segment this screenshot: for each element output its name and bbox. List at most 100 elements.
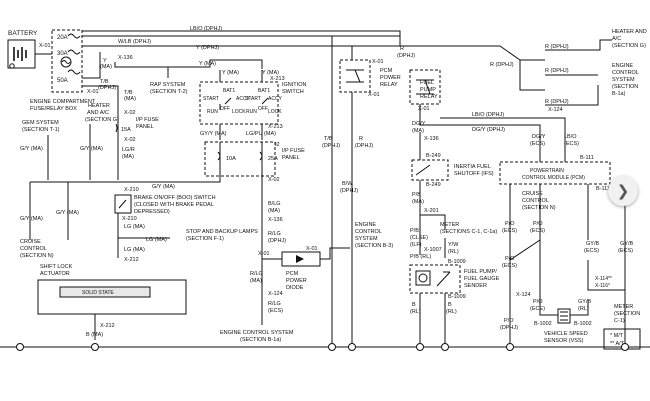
- gy-y-ma-label: GY/Y (MA): [200, 131, 227, 137]
- gy-b-ecs-3: GY/B: [620, 241, 633, 247]
- ground-point-3: [328, 343, 336, 351]
- x01-label-a: X-01: [39, 43, 51, 49]
- ground-point-5: [416, 343, 424, 351]
- meter-1: METER: [440, 222, 459, 228]
- yw-label-2: (RL): [448, 249, 459, 255]
- tb-dphj-2: (DPHJ): [322, 143, 340, 149]
- x01-b-label: X-01: [258, 251, 270, 257]
- x212b-label: X-212: [100, 323, 115, 329]
- gy-y-ma-2: G/Y (MA): [152, 184, 175, 190]
- tb-dphj-1: T/B: [324, 136, 333, 142]
- fuse-10a: 10A: [226, 156, 236, 162]
- pb-label-4: (CLSE): [410, 235, 428, 241]
- ground-point-1: [16, 343, 24, 351]
- x01-relay-top: X-01: [372, 59, 384, 65]
- ecs-2: (SECTION B-1a): [240, 337, 281, 343]
- po-ece-1: P/O: [533, 299, 543, 305]
- ignition-contacts: [219, 97, 269, 110]
- ip-fuse-4: PANEL: [282, 155, 300, 161]
- lg-r-label-1: LG/R: [122, 147, 135, 153]
- r-lg-label-6: (ECS): [268, 308, 283, 314]
- b1009b-label: B-1009: [448, 294, 466, 300]
- ip-fuse-panel-2: [204, 141, 276, 177]
- ground-point-2: [91, 343, 99, 351]
- dg-y-label: DG/Y: [412, 121, 426, 127]
- next-arrow-button[interactable]: ❯: [608, 176, 638, 206]
- gy-b-rl-2: (RL): [578, 306, 589, 312]
- battery-label: BATTERY: [8, 30, 38, 37]
- bat1-label: BAT1: [223, 88, 235, 94]
- b1009-label: B-1009: [448, 259, 466, 265]
- fuse-30a: 30A: [57, 51, 68, 57]
- ip-fuse-3: I/P FUSE: [282, 148, 305, 154]
- ignition-box: [199, 81, 279, 125]
- x213-label-b: X-213: [268, 124, 283, 130]
- inertia-2: SHUTOFF (IFS): [454, 171, 494, 177]
- ignition-1: IGNITION: [282, 82, 306, 88]
- cruise-r2: CONTROL: [522, 198, 549, 204]
- yw-label: Y/W: [448, 242, 459, 248]
- wire-pcm-inputs: [539, 140, 566, 162]
- wire-right-outputs: [545, 39, 612, 106]
- gem-label-2: (SECTION T-1): [22, 127, 60, 133]
- ecs-r1: ENGINE: [612, 63, 633, 69]
- vss-symbol: [560, 311, 568, 321]
- r-lg-label-2: (DPHJ): [268, 238, 286, 244]
- ecs-b1: ENGINE: [355, 222, 376, 228]
- bw-dphj-1: B/W: [342, 181, 353, 187]
- fuel-relay-2: PUMP: [420, 87, 436, 93]
- r-lg-label: R/LG: [268, 231, 281, 237]
- lb-o-ecs: LB/O: [564, 134, 577, 140]
- gy-ma-3: G/Y (MA): [20, 216, 43, 222]
- rap-label-2: (SECTION T-2): [150, 89, 188, 95]
- fuel-pump-relay-box: [409, 69, 441, 105]
- boo-1: BRAKE ON/OFF (BOO) SWITCH: [134, 195, 216, 201]
- solid-state-box: [59, 286, 151, 298]
- b111b-label: B-111: [596, 186, 610, 192]
- wire-tb-ma-2: (MA): [124, 96, 136, 102]
- off1-label: OFF: [220, 106, 230, 112]
- bat2-label: BAT1: [258, 88, 270, 94]
- heater-r2: A/C: [612, 36, 621, 42]
- x116-label: X-116*: [595, 283, 610, 289]
- dg-y-dphj: DG/Y (DPHJ): [472, 127, 505, 133]
- pb-rl-label: P/B (RL): [410, 254, 431, 260]
- fuel-gauge-2: FUEL GAUGE: [464, 276, 500, 282]
- legend-at: ** A/T: [610, 341, 625, 347]
- wire-y-right: Y (MA): [262, 70, 279, 76]
- x114-label: X-114**: [595, 276, 612, 282]
- battery-symbol: [13, 47, 27, 61]
- dg-y-label-2: (MA): [412, 128, 424, 134]
- po-dphj-1: P/O: [504, 318, 514, 324]
- lock1-label: LOCK: [232, 109, 246, 115]
- ignition-out-wires: [219, 124, 263, 140]
- x136-c-label: X-136: [424, 136, 439, 142]
- fuse-25a: 25A: [268, 156, 278, 162]
- pcm-diode-1: PCM: [286, 271, 299, 277]
- x201-label: X-201: [424, 208, 439, 214]
- ecs-r4: (SECTION: [612, 84, 638, 90]
- wire-pcm-cross: [509, 239, 625, 291]
- ecs-r3: SYSTEM: [612, 77, 635, 83]
- pb-label: P/B: [412, 192, 421, 198]
- pcm-diode-2: POWER: [286, 278, 307, 284]
- acc2-label: ACCY: [268, 96, 283, 102]
- wire-y-mid: [114, 59, 263, 69]
- ecs-r5: B-1a): [612, 91, 626, 97]
- fuel-relay-1: FUEL: [420, 80, 434, 86]
- b111-label: B-111: [580, 155, 594, 161]
- diode-symbol: [296, 255, 304, 263]
- inertia-1: INERTIA FUEL: [454, 164, 491, 170]
- wire-vss: [539, 300, 589, 316]
- wire-lb-o-dphj: [440, 117, 566, 140]
- b249-label: B-249: [426, 153, 441, 159]
- heater-ac-label-3: (SECTION G): [85, 117, 119, 123]
- engine-box-label-2: FUSE/RELAY BOX: [30, 106, 77, 112]
- wire-lb-o-top-label: LB/O (DPHJ): [190, 26, 222, 32]
- r-lg-label-5: R/LG: [268, 301, 281, 307]
- wire-tb-label-1: T/B: [100, 79, 109, 85]
- wire-tb-ma-1: T/B: [124, 90, 133, 96]
- x210b-label: X-210: [122, 216, 137, 222]
- shift-1: SHIFT LOCK: [40, 264, 73, 270]
